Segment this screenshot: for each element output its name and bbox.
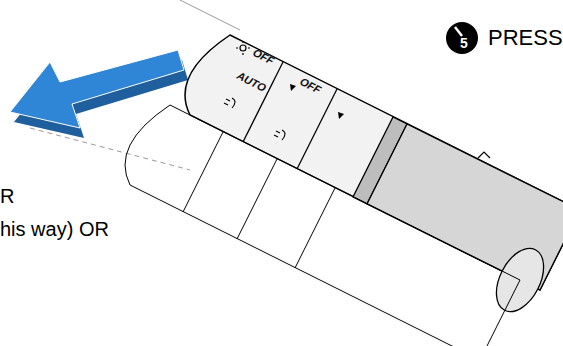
note-text: R [0, 186, 14, 206]
guide-line [180, 0, 240, 30]
press-icon [446, 22, 478, 54]
sun-symbol [236, 41, 250, 55]
ghost-ring [183, 132, 223, 212]
press-icon-mark [455, 27, 462, 36]
ring-line [297, 89, 337, 169]
ghost-ring [295, 188, 335, 268]
headlight-symbol [224, 98, 235, 108]
wiper-symbol [478, 152, 490, 158]
triangle-symbol [338, 112, 344, 119]
fog-symbol [274, 130, 285, 140]
instruction-text: PRESS [488, 27, 563, 49]
ghost-stalk [125, 105, 520, 346]
triangle-symbol [290, 84, 296, 91]
note-text: his way) OR [0, 219, 109, 239]
icon-number: 5 [460, 36, 468, 50]
ghost-ring [237, 159, 277, 239]
direction-arrow [10, 50, 184, 128]
guide-line [30, 128, 190, 170]
stalk-body [185, 35, 563, 290]
